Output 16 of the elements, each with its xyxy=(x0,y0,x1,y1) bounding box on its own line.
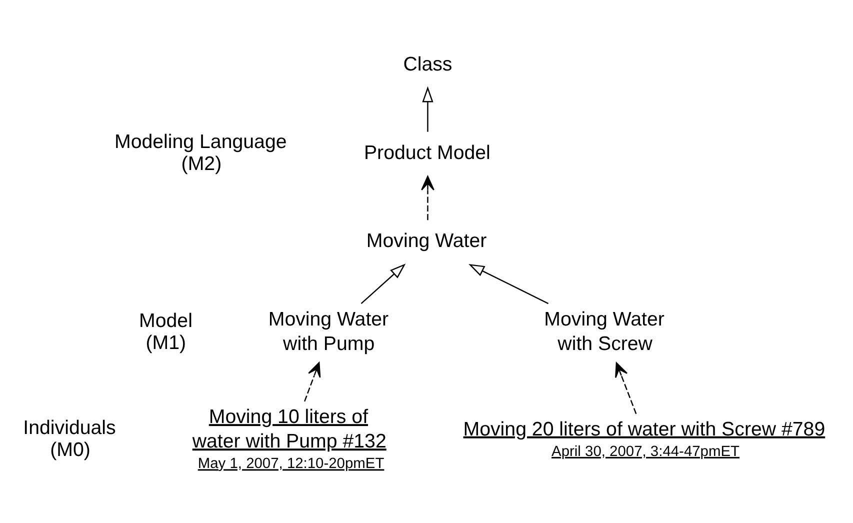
arrow xyxy=(360,264,406,304)
label: Individuals (M0) xyxy=(23,417,116,462)
node-text: Moving Water xyxy=(366,230,487,252)
node-text: Class xyxy=(403,54,452,76)
label: Modeling Language (M2) xyxy=(114,130,287,175)
arrow xyxy=(615,362,637,414)
arrow xyxy=(422,86,434,132)
node-text: Moving Water with Pump xyxy=(268,308,389,356)
node-text: Product Model xyxy=(364,142,490,164)
node-text: Moving 20 liters of water with Screw #789 April 30, 2007, 3:44-47pmET xyxy=(463,418,826,460)
label: Model (M1) xyxy=(139,310,192,354)
arrow xyxy=(421,176,434,220)
node-text: Moving Water with Screw xyxy=(544,308,664,356)
arrow xyxy=(304,362,321,402)
arrow xyxy=(468,264,549,304)
node-text: Moving 10 liters of water with Pump #132 May 1, 2007, 12:10-20pmET xyxy=(192,406,386,472)
